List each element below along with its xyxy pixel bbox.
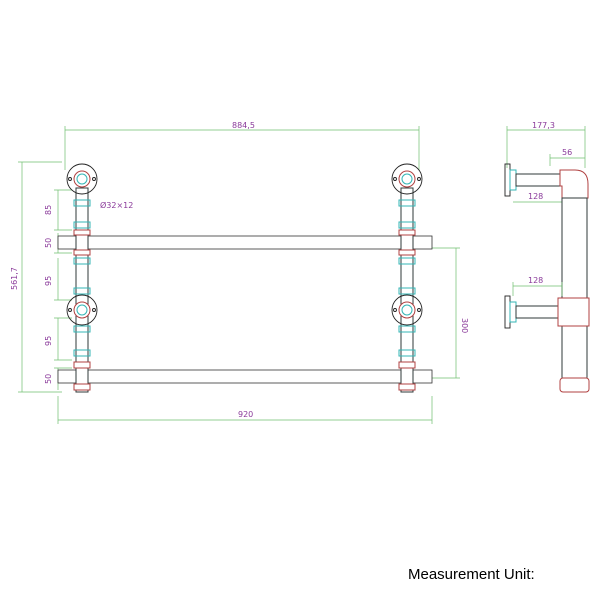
upper-shelf-board	[57, 235, 433, 250]
bottom-width-label: 920	[238, 410, 253, 419]
lower-gap-label: 95	[44, 336, 53, 346]
lower-arm-label: 128	[528, 276, 543, 285]
side-view: 177,3 56 128 128	[504, 121, 590, 393]
upper-arm-label: 128	[528, 192, 543, 201]
side-depth-dimension: 177,3	[506, 121, 586, 168]
side-depth-label: 177,3	[532, 121, 555, 130]
lower-wall-flange	[504, 295, 511, 329]
left-segment-dimensions: 85 50 95 95 50	[44, 189, 72, 390]
elbow-offset-dimension: 56	[549, 148, 585, 166]
lower-arm-pipe	[515, 305, 563, 319]
lower-tee-fitting	[557, 297, 590, 327]
right-pipe-assembly	[391, 163, 423, 393]
bottom-end-cap	[559, 377, 590, 393]
lower-arm-dimension: 128	[512, 276, 563, 296]
measurement-unit-caption: Measurement Unit:	[408, 566, 535, 583]
elbow-offset-label: 56	[562, 148, 572, 157]
shelf-spacing-label: 300	[460, 318, 469, 333]
bottom-width-dimension: 920	[57, 396, 433, 424]
upper-wall-flange	[504, 163, 511, 197]
middle-right-flange	[391, 294, 423, 326]
upper-arm-pipe	[515, 173, 563, 187]
upper-gap-label: 95	[44, 276, 53, 286]
top-left-flange	[66, 163, 98, 195]
top-right-flange	[391, 163, 423, 195]
front-view: 884,5 561,7 85 50 95 95	[10, 121, 469, 424]
middle-left-flange	[66, 294, 98, 326]
shelf-spacing-dimension: 300	[432, 247, 469, 379]
top-width-label: 884,5	[232, 121, 255, 130]
top-width-dimension: 884,5	[64, 121, 420, 170]
upper-arm-dimension: 128	[513, 192, 562, 203]
total-height-dimension: 561,7	[10, 161, 62, 393]
pipe-spec-label: Ø32×12	[100, 200, 133, 210]
shelf-thickness-bottom-label: 50	[44, 374, 53, 384]
total-height-label: 561,7	[10, 267, 19, 290]
side-vertical-pipe	[561, 197, 588, 385]
top-segment-label: 85	[44, 205, 53, 215]
lower-shelf-board	[57, 369, 433, 384]
left-pipe-assembly	[66, 163, 98, 393]
shelf-thickness-top-label: 50	[44, 238, 53, 248]
upper-elbow-fitting	[559, 169, 589, 199]
